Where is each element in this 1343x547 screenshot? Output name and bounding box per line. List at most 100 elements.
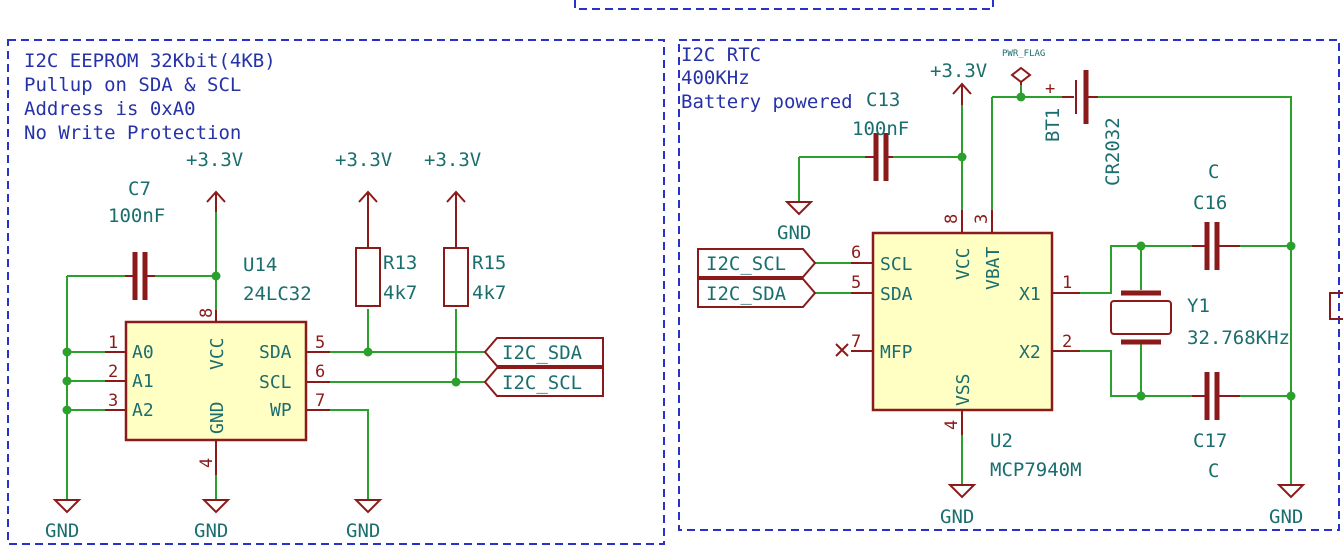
rtc-wires xyxy=(798,85,1292,485)
pin-num: 2 xyxy=(108,362,118,382)
rtc-gnd-2: GND xyxy=(940,484,977,528)
ground-label: GND xyxy=(45,520,79,542)
rtc-junctions xyxy=(957,92,1296,401)
label-i2c-sda-rtc: I2C_SDA xyxy=(697,278,817,308)
pin-num: 3 xyxy=(108,391,118,411)
ic-u2: 6 5 7 1 2 8 3 4 SCL SDA MFP X1 X2 VCC VB… xyxy=(835,210,1082,481)
c13-value: 100nF xyxy=(852,118,909,140)
pin-name: MFP xyxy=(880,342,913,363)
net-label: I2C_SCL xyxy=(502,372,582,394)
power-label: +3.3V xyxy=(335,149,392,171)
rtc-notes: I2C RTC 400KHz Battery powered xyxy=(681,44,853,113)
capacitor-c7: C7 100nF xyxy=(108,178,165,300)
eeprom-power-r13: +3.3V xyxy=(335,149,392,248)
pin-num: 3 xyxy=(972,214,992,224)
eeprom-power-r15: +3.3V xyxy=(424,149,481,248)
ground-label: GND xyxy=(194,520,228,542)
net-label: I2C_SCL xyxy=(706,253,786,275)
pin-name: WP xyxy=(270,400,292,421)
ic-u14: U14 24LC32 1 2 3 5 6 7 8 4 A0 A1 A2 SDA … xyxy=(105,254,330,475)
crystal-y1: Y1 32.768KHz xyxy=(1110,290,1290,349)
ground-label: GND xyxy=(777,222,811,244)
rtc-note: I2C RTC xyxy=(681,44,761,66)
rtc-gnd-1: GND xyxy=(777,201,814,244)
r15-value: 4k7 xyxy=(472,282,506,304)
eeprom-note: I2C EEPROM 32Kbit(4KB) xyxy=(24,50,276,72)
pin-name: A2 xyxy=(132,400,154,421)
eeprom-notes: I2C EEPROM 32Kbit(4KB) Pullup on SDA & S… xyxy=(24,50,276,144)
pin-name: X1 xyxy=(1019,284,1041,305)
rtc-note: Battery powered xyxy=(681,91,853,113)
pin-name: GND xyxy=(207,401,228,434)
pin-num: 5 xyxy=(315,333,325,353)
power-label: +3.3V xyxy=(424,149,481,171)
net-label: I2C_SDA xyxy=(706,283,787,305)
c16-value: C xyxy=(1208,161,1219,183)
pin-name: A1 xyxy=(132,371,154,392)
battery-plus: + xyxy=(1045,79,1055,99)
label-i2c-sda-eeprom: I2C_SDA xyxy=(483,337,604,367)
eeprom-note: Pullup on SDA & SCL xyxy=(24,74,241,96)
eeprom-block-border xyxy=(7,39,665,545)
eeprom-note: Address is 0xA0 xyxy=(24,98,196,120)
pwr-flag: PWR_FLAG xyxy=(1002,49,1045,85)
pin-num: 5 xyxy=(851,273,861,293)
c13-ref: C13 xyxy=(866,89,900,111)
label-i2c-scl-rtc: I2C_SCL xyxy=(697,248,817,278)
pin-name: A0 xyxy=(132,342,154,363)
pin-name: SDA xyxy=(259,342,292,363)
u2-value: MCP7940M xyxy=(990,459,1082,481)
power-label: +3.3V xyxy=(186,149,243,171)
u14-ref: U14 xyxy=(243,254,277,276)
ground-label: GND xyxy=(940,506,974,528)
c17-value: C xyxy=(1208,460,1219,482)
capacitor-c16: C C16 xyxy=(1192,161,1240,270)
eeprom-gnd-2: GND xyxy=(194,499,231,542)
eeprom-note: No Write Protection xyxy=(24,122,241,144)
pin-name: SDA xyxy=(880,284,913,305)
pin-name: VBAT xyxy=(983,246,1004,290)
battery-bt1: + BT1 CR2032 xyxy=(1042,70,1124,186)
pwr-flag-label: PWR_FLAG xyxy=(1002,49,1045,59)
pin-name: VCC xyxy=(207,337,228,370)
resistor-r13: R13 4k7 xyxy=(355,247,417,307)
offpage-symbol xyxy=(1329,292,1343,320)
c7-ref: C7 xyxy=(128,178,151,200)
eeprom-gnd-3: GND xyxy=(346,499,383,542)
y1-value: 32.768KHz xyxy=(1187,327,1290,349)
pin-num: 4 xyxy=(942,420,962,430)
pin-name: X2 xyxy=(1019,342,1041,363)
r13-value: 4k7 xyxy=(383,282,417,304)
u14-value: 24LC32 xyxy=(243,283,312,305)
y1-ref: Y1 xyxy=(1187,295,1210,317)
c17-ref: C17 xyxy=(1193,430,1227,452)
bt1-ref: BT1 xyxy=(1042,108,1064,142)
rtc-note: 400KHz xyxy=(681,67,750,89)
pin-num: 6 xyxy=(315,362,325,382)
net-label: I2C_SDA xyxy=(502,342,583,364)
rtc-power-vcc: +3.3V xyxy=(930,60,987,105)
r15-ref: R15 xyxy=(472,252,506,274)
bt1-value: CR2032 xyxy=(1102,117,1124,186)
pin-num: 8 xyxy=(197,308,217,318)
eeprom-power-vcc: +3.3V xyxy=(186,149,243,212)
pin-name: VCC xyxy=(953,247,974,280)
c16-ref: C16 xyxy=(1193,192,1227,214)
ground-label: GND xyxy=(1269,506,1303,528)
pin-num: 8 xyxy=(942,214,962,224)
c7-value: 100nF xyxy=(108,205,165,227)
capacitor-c17: C17 C xyxy=(1192,372,1240,482)
pin-num: 6 xyxy=(851,243,861,263)
pin-num: 7 xyxy=(315,391,325,411)
top-block-border xyxy=(574,0,994,10)
resistor-r15: R15 4k7 xyxy=(443,247,506,307)
pin-num: 4 xyxy=(197,458,217,468)
r13-ref: R13 xyxy=(383,252,417,274)
power-label: +3.3V xyxy=(930,60,987,82)
capacitor-c13: C13 100nF xyxy=(852,89,909,181)
pin-name: VSS xyxy=(953,373,974,406)
eeprom-junctions xyxy=(62,271,461,415)
pin-name: SCL xyxy=(880,254,913,275)
pin-num: 7 xyxy=(851,332,861,352)
